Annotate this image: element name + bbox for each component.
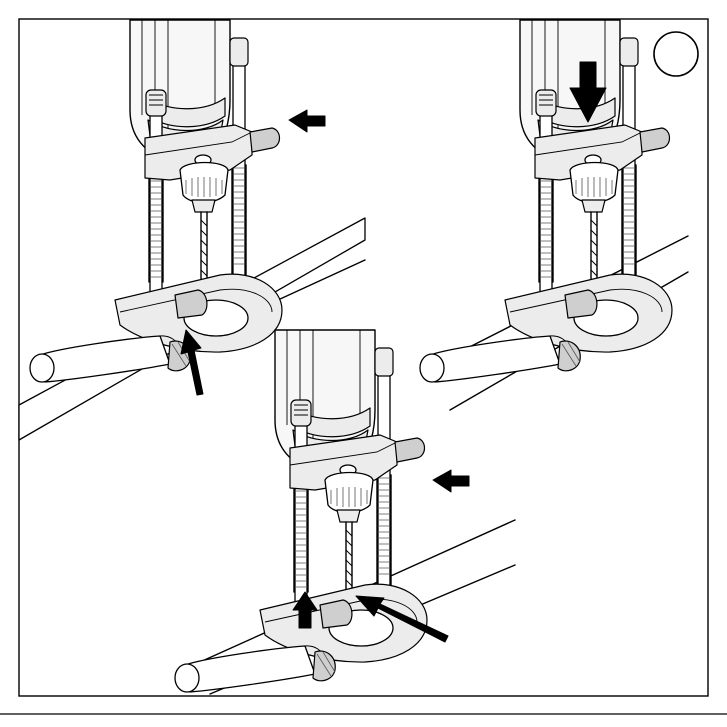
panel-step-2	[420, 20, 688, 410]
lock-lever-arrow	[433, 470, 469, 492]
panel-step-3	[175, 330, 515, 694]
drill-stand-unit	[30, 20, 282, 382]
drill-stand-unit	[175, 330, 427, 692]
step-marker	[654, 32, 698, 76]
drill-stand-unit	[420, 20, 672, 382]
release-lever-arrow	[289, 110, 325, 132]
